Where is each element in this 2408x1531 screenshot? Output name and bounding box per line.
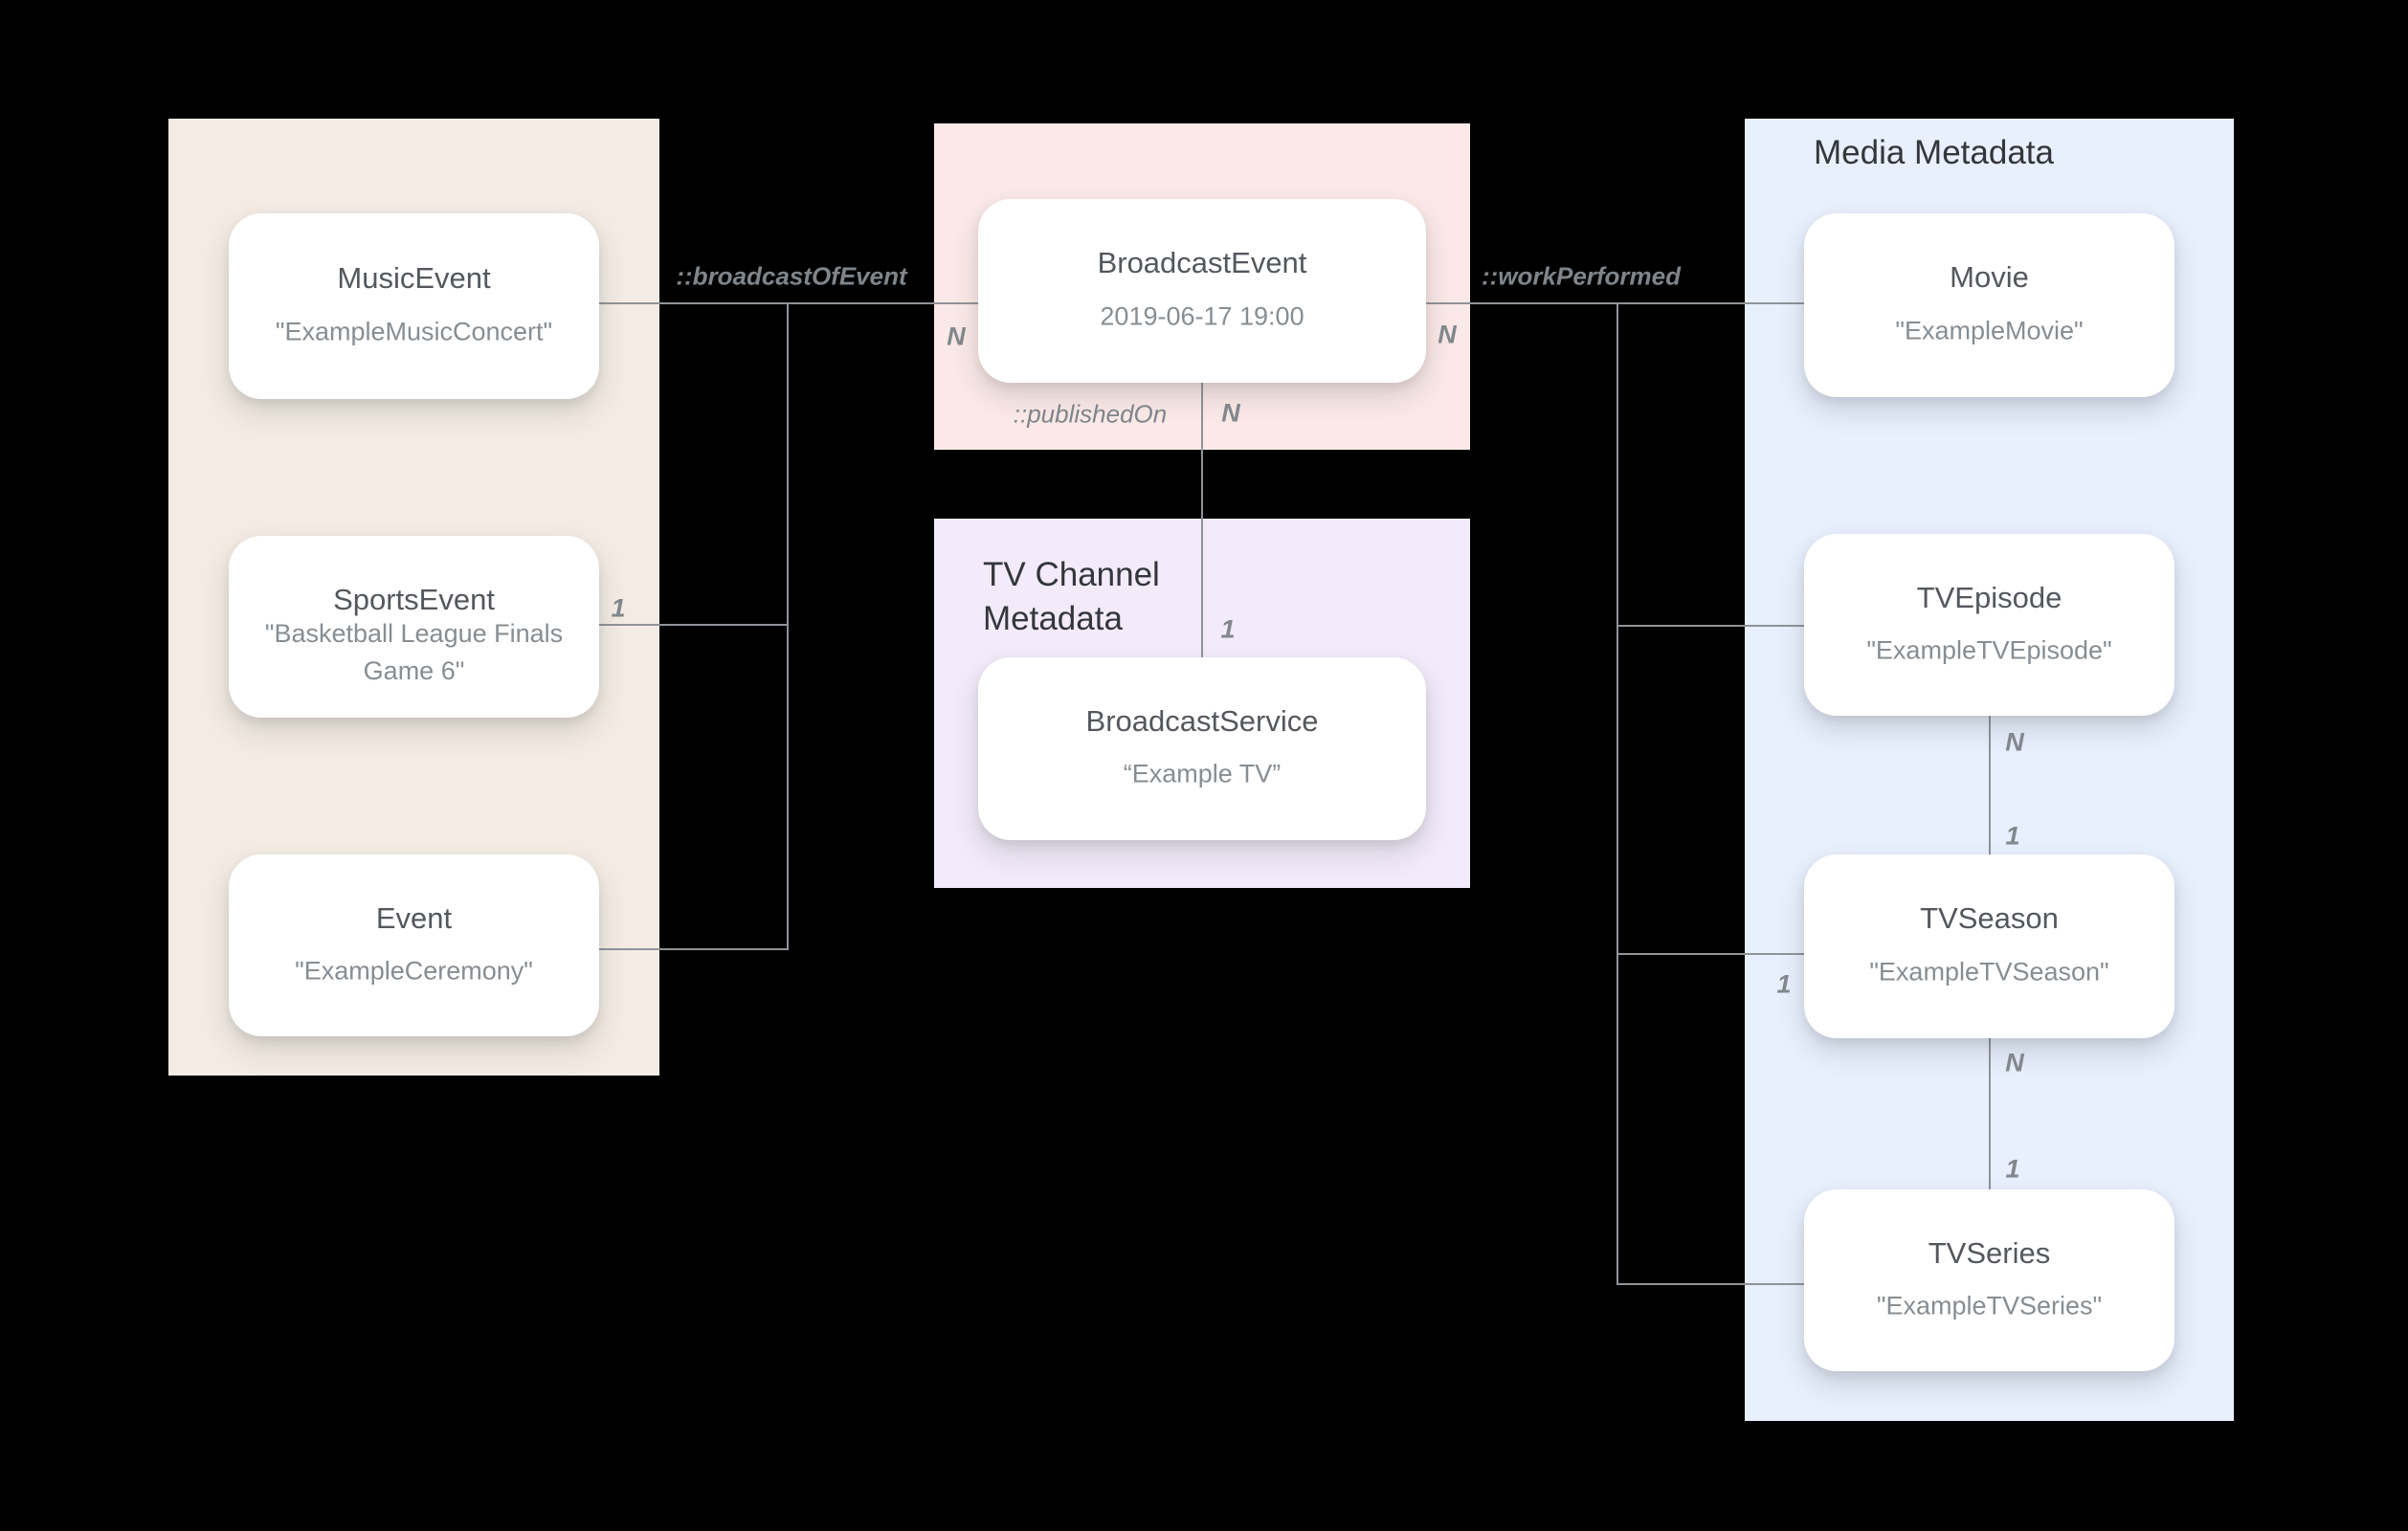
card-tv-season: TVSeason "ExampleTVSeason" [1804,854,2174,1038]
card-tv-season-title: TVSeason [1920,901,2059,936]
card-tv-series: TVSeries "ExampleTVSeries" [1804,1189,2174,1371]
cardinality-episode-to-season-n: N [2005,727,2024,757]
connector-broadcastevent-to-movie [1426,302,1804,304]
card-sports-event-subtitle: "Basketball League Finals Game 6" [264,618,564,685]
tv-channel-panel-title-line1: TV Channel [983,556,1160,593]
cardinality-published-on-1: 1 [1220,614,1236,644]
card-event-subtitle: "ExampleCeremony" [295,956,533,986]
cardinality-work-performed-1: 1 [1776,969,1792,999]
card-tv-series-subtitle: "ExampleTVSeries" [1876,1291,2103,1320]
label-broadcast-of-event: ::broadcastOfEvent [676,261,907,291]
connector-right-trunk [1616,302,1618,1285]
card-broadcast-service-subtitle: “Example TV” [1123,759,1282,788]
cardinality-work-performed-n: N [1438,320,1457,349]
connector-tvseason-branch [1616,953,1804,955]
card-music-event-subtitle: "ExampleMusicConcert" [275,317,553,346]
card-movie-subtitle: "ExampleMovie" [1895,316,2084,345]
card-tv-episode-title: TVEpisode [1916,580,2062,614]
connector-tvseason-to-tvseries [1989,1038,1991,1189]
card-sports-event-title: SportsEvent [333,582,495,616]
card-broadcast-event-subtitle: 2019-06-17 19:00 [1100,301,1304,331]
cardinality-broadcast-of-event-1: 1 [611,593,626,623]
connector-event-branch [599,948,789,950]
label-published-on: ::publishedOn [1013,399,1168,429]
connector-tvseries-branch [1616,1283,1804,1285]
tv-channel-panel-title: TV Channel Metadata [983,553,1160,641]
tv-channel-panel-title-line2: Metadata [983,600,1123,637]
card-movie-title: Movie [1950,260,2029,295]
label-work-performed: ::workPerformed [1481,261,1682,291]
cardinality-season-to-series-n: N [2005,1048,2024,1077]
card-music-event-title: MusicEvent [337,260,491,295]
media-panel-title: Media Metadata [1814,134,2054,171]
connector-musicevent-to-broadcastevent [599,302,978,304]
card-broadcast-service: BroadcastService “Example TV” [978,657,1426,840]
connector-publishedon [1201,383,1203,657]
card-sports-event: SportsEvent "Basketball League Finals Ga… [229,536,599,718]
card-broadcast-service-title: BroadcastService [1085,703,1319,738]
cardinality-broadcast-of-event-n: N [947,322,966,351]
cardinality-episode-to-season-1: 1 [2005,821,2020,851]
card-music-event: MusicEvent "ExampleMusicConcert" [229,213,599,399]
cardinality-season-to-series-1: 1 [2005,1154,2020,1184]
card-tv-episode-subtitle: "ExampleTVEpisode" [1866,635,2112,665]
connector-left-trunk [787,302,789,950]
card-broadcast-event: BroadcastEvent 2019-06-17 19:00 [978,199,1426,383]
card-tv-season-subtitle: "ExampleTVSeason" [1869,957,2109,987]
card-movie: Movie "ExampleMovie" [1804,213,2174,397]
card-tv-series-title: TVSeries [1928,1235,2051,1270]
connector-tvepisode-to-tvseason [1989,716,1991,854]
card-event: Event "ExampleCeremony" [229,854,599,1036]
connector-tvepisode-branch [1616,625,1804,627]
card-broadcast-event-title: BroadcastEvent [1097,246,1307,280]
card-event-title: Event [375,900,453,935]
cardinality-published-on-n: N [1221,398,1240,428]
card-tv-episode: TVEpisode "ExampleTVEpisode" [1804,534,2174,716]
connector-sportsevent-branch [599,624,789,626]
